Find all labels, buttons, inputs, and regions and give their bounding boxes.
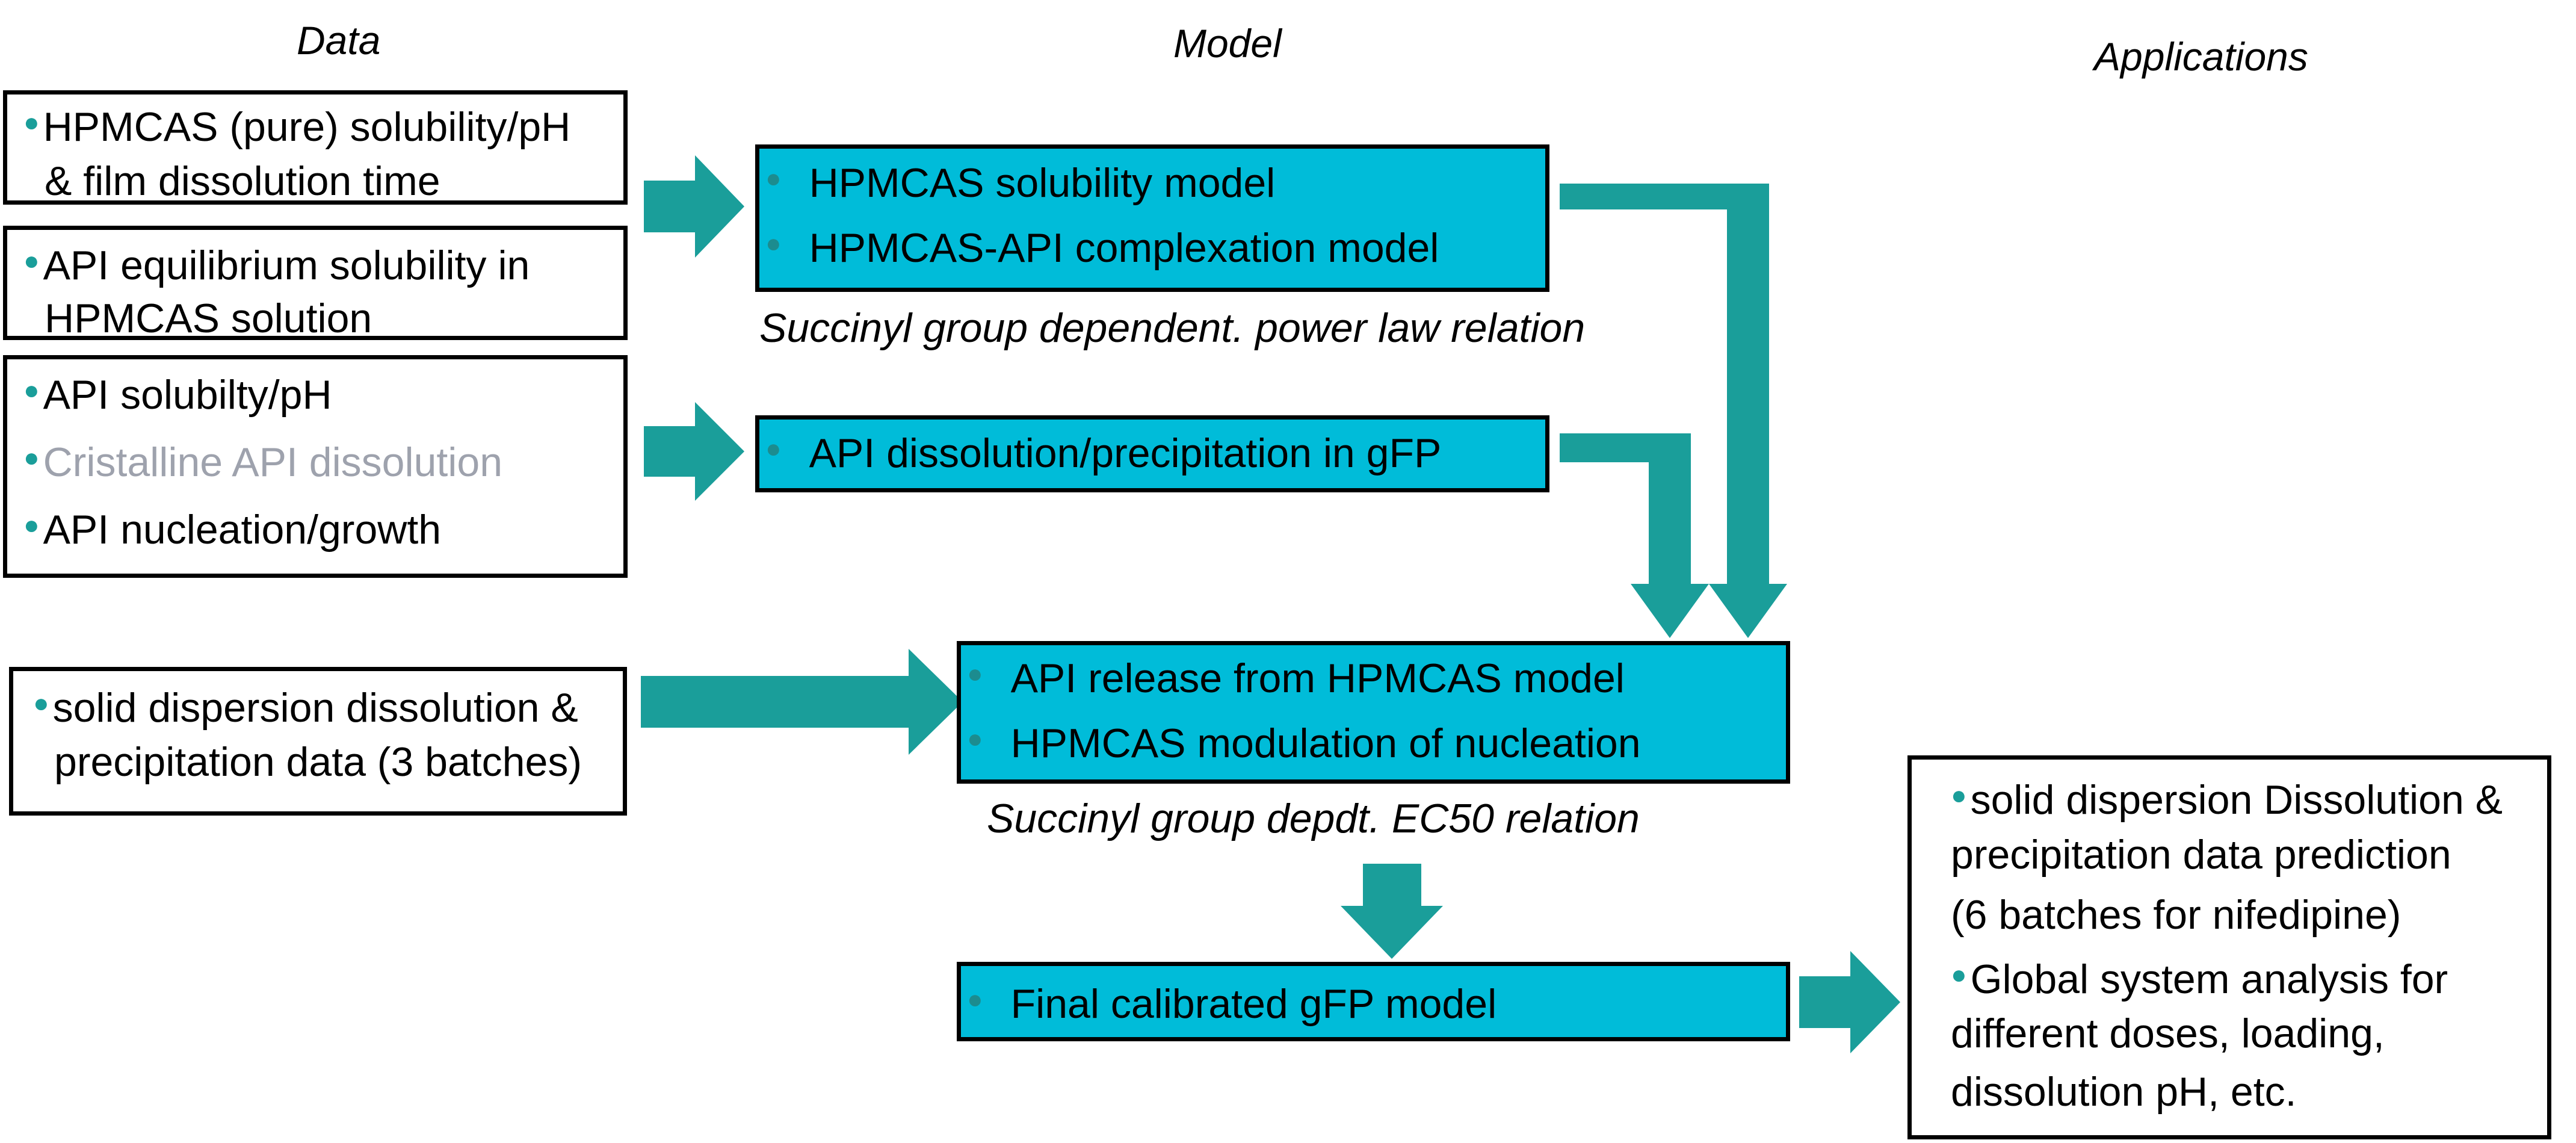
bullet-icon: ● bbox=[765, 164, 782, 193]
bullet-icon: ● bbox=[765, 229, 782, 258]
bullet-icon: ● bbox=[967, 659, 983, 689]
model-box-line: HPMCAS solubility model bbox=[809, 160, 1276, 206]
model-box-release-nucleation: ● API release from HPMCAS model ● HPMCAS m… bbox=[957, 641, 1790, 784]
bullet-icon: ● bbox=[23, 376, 40, 405]
data-box-api-equilibrium: ●API equilibrium solubility in HPMCAS so… bbox=[3, 226, 628, 341]
data-box-line: HPMCAS (pure) solubility/pH bbox=[43, 104, 571, 150]
model-box-line: API dissolution/precipitation in gFP bbox=[809, 430, 1442, 476]
arrow-data-to-dissolution-model bbox=[644, 402, 744, 501]
data-box-line: API equilibrium solubility in bbox=[43, 243, 530, 288]
bullet-icon: ● bbox=[23, 443, 40, 472]
application-line: solid dispersion Dissolution & bbox=[1970, 777, 2503, 823]
arrow-dispersion-data-to-release-model bbox=[641, 649, 963, 755]
bullet-icon: ● bbox=[33, 689, 49, 718]
arrow-dissolution-model-to-release-model bbox=[1560, 433, 1709, 638]
bullet-icon: ● bbox=[1951, 960, 1967, 990]
application-line: (6 batches for nifedipine) bbox=[1951, 892, 2401, 938]
model-box-line: HPMCAS-API complexation model bbox=[809, 225, 1439, 271]
data-box-solid-dispersion: ●solid dispersion dissolution & precipit… bbox=[9, 667, 627, 816]
bullet-icon: ● bbox=[967, 985, 983, 1014]
model-box-line: HPMCAS modulation of nucleation bbox=[1010, 720, 1641, 766]
application-line: different doses, loading, bbox=[1951, 1011, 2385, 1056]
header-data: Data bbox=[297, 18, 381, 63]
note-ec50: Succinyl group depdt. EC50 relation bbox=[987, 796, 1640, 841]
arrow-release-model-to-final-model bbox=[1341, 864, 1443, 959]
bullet-icon: ● bbox=[23, 108, 40, 137]
model-box-line: Final calibrated gFP model bbox=[1010, 981, 1497, 1027]
header-applications: Applications bbox=[2094, 34, 2308, 79]
bullet-icon: ● bbox=[23, 510, 40, 540]
note-power-law: Succinyl group dependent. power law rela… bbox=[759, 305, 1586, 351]
data-box-line: API solubilty/pH bbox=[43, 372, 332, 418]
data-box-line: API nucleation/growth bbox=[43, 507, 442, 553]
application-line: precipitation data prediction bbox=[1951, 832, 2451, 878]
applications-box: ●solid dispersion Dissolution & precipit… bbox=[1907, 755, 2551, 1139]
data-box-line: solid dispersion dissolution & bbox=[52, 685, 578, 731]
bullet-icon: ● bbox=[765, 434, 782, 463]
data-box-line: Cristalline API dissolution bbox=[43, 439, 503, 485]
bullet-icon: ● bbox=[1951, 781, 1967, 810]
application-line: dissolution pH, etc. bbox=[1951, 1069, 2297, 1115]
model-box-dissolution-precipitation: ● API dissolution/precipitation in gFP bbox=[755, 415, 1549, 492]
arrow-final-model-to-applications bbox=[1799, 951, 1900, 1053]
header-model: Model bbox=[1173, 21, 1282, 66]
data-box-hpmcas-solubility: ●HPMCAS (pure) solubility/pH & film diss… bbox=[3, 90, 628, 205]
model-box-final-calibrated: ● Final calibrated gFP model bbox=[957, 962, 1790, 1041]
bullet-icon: ● bbox=[967, 724, 983, 754]
application-line: Global system analysis for bbox=[1970, 956, 2448, 1002]
data-box-line: & film dissolution time bbox=[45, 158, 440, 204]
model-box-line: API release from HPMCAS model bbox=[1010, 655, 1625, 701]
bullet-icon: ● bbox=[23, 246, 40, 276]
arrow-solubility-model-to-release-model bbox=[1560, 184, 1787, 638]
model-box-solubility-complexation: ● HPMCAS solubility model ● HPMCAS-API com… bbox=[755, 144, 1549, 292]
data-box-line: HPMCAS solution bbox=[45, 296, 372, 341]
data-box-line: precipitation data (3 batches) bbox=[54, 739, 582, 785]
data-box-api-solubility: ●API solubilty/pH ●Cristalline API disso… bbox=[3, 355, 628, 578]
arrow-data-to-solubility-model bbox=[644, 155, 744, 258]
